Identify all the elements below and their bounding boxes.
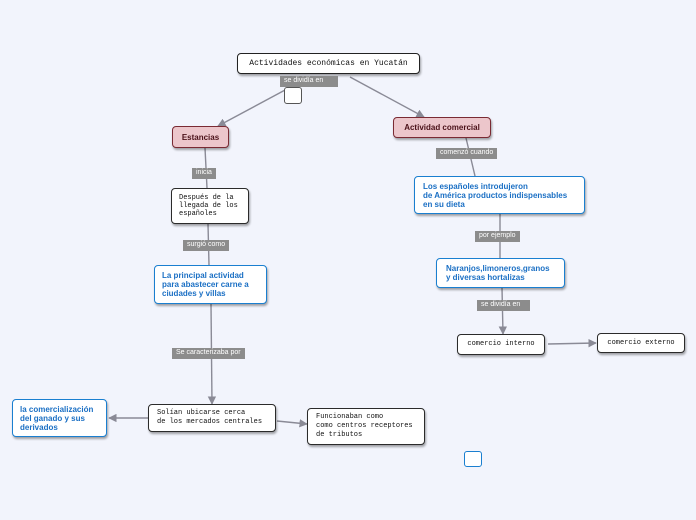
label-se-dividia: se dividía en <box>280 76 338 87</box>
solian-node[interactable]: Solían ubicarse cerca de los mercados ce… <box>148 404 276 432</box>
actividad-comercial-text: Actividad comercial <box>404 123 480 132</box>
principal-text: La principal actividad para abastecer ca… <box>162 271 249 298</box>
root-node-text: Actividades económicas en Yucatán <box>249 59 408 68</box>
comercio-externo-text: comercio externo <box>607 338 675 347</box>
espanoles-text: Los españoles introdujeron de América pr… <box>423 181 568 209</box>
despues-node[interactable]: Después de la llegada de los españoles <box>171 188 249 224</box>
comercializacion-node[interactable]: la comercialización del ganado y sus der… <box>12 399 107 437</box>
naranjos-text: Naranjos,limoneros,granos y diversas hor… <box>446 264 550 282</box>
estancias-node[interactable]: Estancias <box>172 126 229 148</box>
label-se-dividia-2: se dividía en <box>477 300 530 311</box>
naranjos-node[interactable]: Naranjos,limoneros,granos y diversas hor… <box>436 258 565 288</box>
connector-root-comercial <box>349 76 425 118</box>
actividad-comercial-node[interactable]: Actividad comercial <box>393 117 491 138</box>
principal-node[interactable]: La principal actividad para abastecer ca… <box>154 265 267 304</box>
connector-solian-funcionaban <box>276 419 308 428</box>
label-comenzo-cuando: comenzó cuando <box>436 148 498 159</box>
despues-text: Después de la llegada de los españoles <box>179 194 238 218</box>
comercio-interno-node[interactable]: comercio interno <box>457 334 545 355</box>
empty-topic-node[interactable] <box>284 87 302 104</box>
comercializacion-text: la comercialización del ganado y sus der… <box>20 404 94 432</box>
empty-topic-node-2[interactable] <box>464 451 482 467</box>
solian-text: Solían ubicarse cerca de los mercados ce… <box>157 409 263 426</box>
espanoles-node[interactable]: Los españoles introdujeron de América pr… <box>414 176 585 214</box>
funcionaban-node[interactable]: Funcionaban como como centros receptores… <box>307 408 425 445</box>
comercio-interno-text: comercio interno <box>467 340 535 348</box>
root-node[interactable]: Actividades económicas en Yucatán <box>237 53 420 74</box>
comercio-externo-node[interactable]: comercio externo <box>597 333 685 353</box>
estancias-text: Estancias <box>181 132 220 142</box>
connector-interno-externo <box>547 338 597 348</box>
funcionaban-text: Funcionaban como como centros receptores… <box>316 413 413 439</box>
connector-naranjos-interno <box>498 287 508 335</box>
label-inicia: inicia <box>192 168 216 179</box>
label-por-ejemplo: por ejemplo <box>475 231 520 242</box>
label-surgio-como: surgió como <box>183 240 230 251</box>
label-se-caracterizaba: Se caracterizaba por <box>172 348 245 359</box>
